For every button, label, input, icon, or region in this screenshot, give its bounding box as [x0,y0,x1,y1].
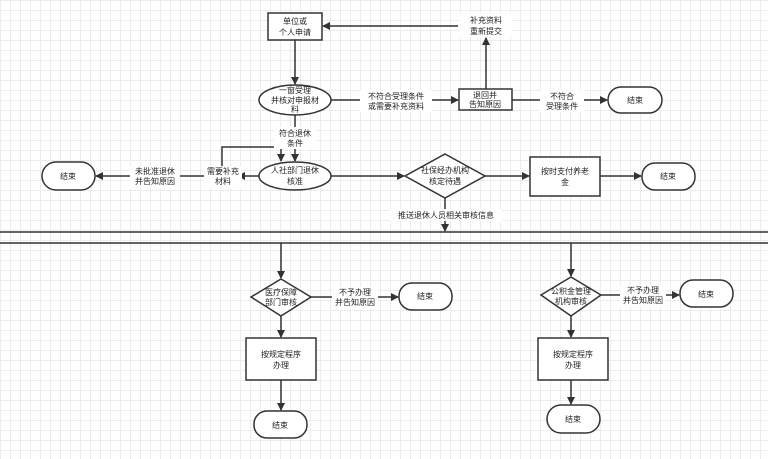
svg-text:并告知原因: 并告知原因 [335,297,375,307]
svg-text:并告知原因: 并告知原因 [135,176,175,186]
svg-text:材料: 材料 [215,176,231,186]
svg-text:告知原因: 告知原因 [469,99,501,109]
svg-text:不予办理: 不予办理 [339,287,371,297]
svg-text:条件: 条件 [287,138,303,148]
svg-text:结束: 结束 [627,95,643,105]
svg-text:核准: 核准 [287,176,303,186]
svg-text:按时支付养老: 按时支付养老 [541,166,589,176]
svg-text:结束: 结束 [272,420,288,430]
svg-text:不符合: 不符合 [550,91,574,101]
svg-text:受理条件: 受理条件 [546,101,578,111]
svg-text:机构审核: 机构审核 [555,296,587,306]
svg-text:办理: 办理 [273,360,289,370]
svg-text:结束: 结束 [417,291,433,301]
svg-text:人社部门退休: 人社部门退休 [271,165,319,175]
svg-text:料: 料 [291,104,299,114]
svg-text:个人申请: 个人申请 [279,27,311,37]
svg-text:按规定程序: 按规定程序 [553,349,593,359]
svg-text:推送退休人员相关审核信息: 推送退休人员相关审核信息 [398,210,494,220]
node-end6: 结束 [679,279,734,308]
svg-text:不予办理: 不予办理 [627,285,659,295]
svg-text:核定待遇: 核定待遇 [429,176,461,186]
svg-text:结束: 结束 [698,289,714,299]
svg-text:医疗保障: 医疗保障 [265,287,297,297]
node-end1: 结束 [607,86,663,114]
svg-text:并核对申报材: 并核对申报材 [271,95,319,105]
svg-text:不符合受理条件: 不符合受理条件 [368,91,424,101]
node-end5: 结束 [253,410,308,439]
svg-text:结束: 结束 [660,171,676,181]
node-end3: 结束 [641,162,696,191]
node-end4: 结束 [398,282,453,311]
svg-text:或需要补充资料: 或需要补充资料 [368,101,424,111]
svg-text:补充资料: 补充资料 [470,15,502,25]
svg-text:重新提交: 重新提交 [470,26,502,36]
node-end7: 结束 [546,404,601,434]
svg-text:符合退休: 符合退休 [279,128,311,138]
svg-text:部门审核: 部门审核 [265,297,297,307]
label-push-info: 推送退休人员相关审核信息 [390,209,502,221]
edge-loop-back [221,146,285,170]
node-end2: 结束 [41,161,96,191]
svg-text:一窗受理: 一窗受理 [279,85,311,95]
svg-text:未批准退休: 未批准退休 [135,166,175,176]
svg-text:结束: 结束 [60,171,76,181]
svg-text:结束: 结束 [565,414,581,424]
svg-text:办理: 办理 [565,360,581,370]
svg-text:金: 金 [561,177,569,187]
svg-text:社保经办机构: 社保经办机构 [421,165,469,175]
svg-text:按规定程序: 按规定程序 [261,349,301,359]
svg-text:并告知原因: 并告知原因 [623,295,663,305]
svg-text:退回并: 退回并 [473,90,497,100]
svg-text:单位或: 单位或 [283,16,307,26]
svg-text:需要补充: 需要补充 [207,166,239,176]
svg-text:公积金管理: 公积金管理 [551,286,591,296]
label-not-meet2: 不符合受理条件 [540,90,584,112]
